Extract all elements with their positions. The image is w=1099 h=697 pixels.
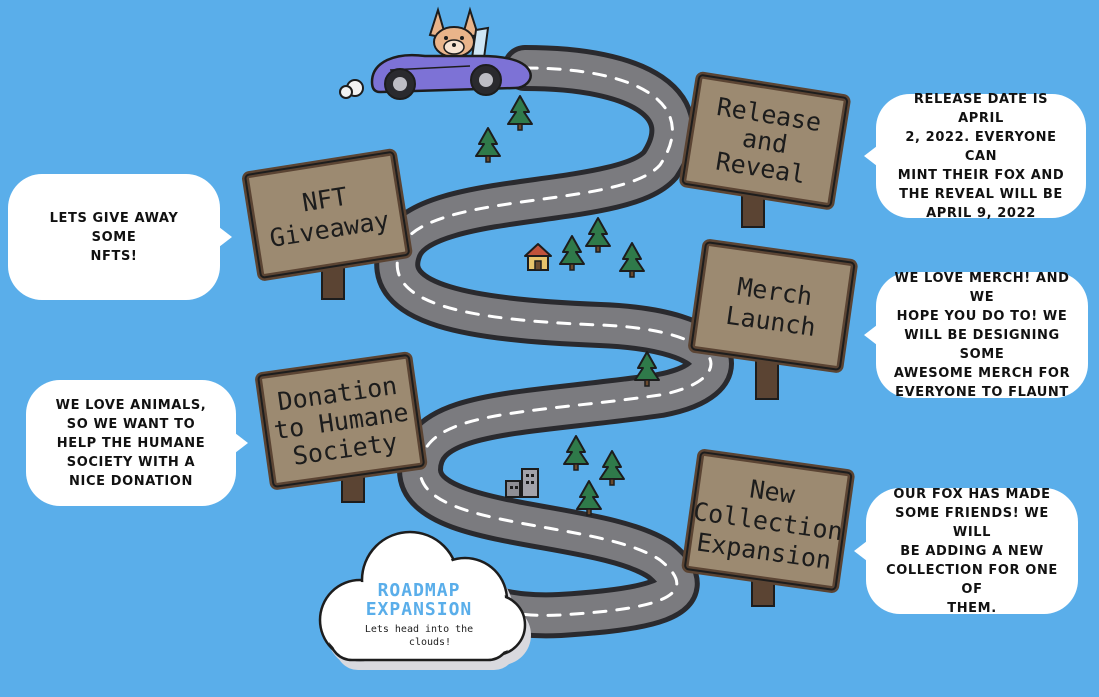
sign-nft-line-1: NFT xyxy=(300,182,349,218)
bubble-release: RELEASE DATE IS APRIL 2, 2022. EVERYONE … xyxy=(864,92,1086,221)
bubble-nft: LETS GIVE AWAY SOME NFTS! xyxy=(8,174,232,300)
bubble-collection: OUR FOX HAS MADE SOME FRIENDS! WE WILL B… xyxy=(854,487,1078,616)
bubble-merch: WE LOVE MERCH! AND WE HOPE YOU DO TO! WE… xyxy=(864,271,1088,400)
cloud-subtitle-line-2: clouds! xyxy=(409,637,451,648)
cloud-title-line-2: EXPANSION xyxy=(366,599,473,620)
bubble-release-text: RELEASE DATE IS APRIL 2, 2022. EVERYONE … xyxy=(897,91,1065,221)
sign-collection-line-1: New xyxy=(748,474,798,509)
cloud-subtitle-line-1: Lets head into the xyxy=(365,624,473,635)
city-buildings-icon xyxy=(505,468,539,498)
winding-road xyxy=(374,45,734,639)
sign-release-line-2: and xyxy=(740,123,789,159)
sign-merch: Merch Launch xyxy=(688,239,858,400)
bubble-donation-text: WE LOVE ANIMALS, SO WE WANT TO HELP THE … xyxy=(55,397,207,489)
sign-collection: New Collection Expansion xyxy=(681,449,855,607)
sign-donation: Donation to Humane Society xyxy=(255,351,428,503)
bubble-donation: WE LOVE ANIMALS, SO WE WANT TO HELP THE … xyxy=(26,380,248,506)
bubble-nft-text: LETS GIVE AWAY SOME NFTS! xyxy=(49,210,179,264)
sign-nft: NFT Giveaway xyxy=(242,148,413,300)
fox-in-car-icon xyxy=(339,6,532,100)
bubble-collection-text: OUR FOX HAS MADE SOME FRIENDS! WE WILL B… xyxy=(886,486,1058,616)
house-icon xyxy=(524,243,552,271)
cloud-icon: ROADMAP EXPANSION Lets head into the clo… xyxy=(318,530,531,670)
sign-release: Release and Reveal xyxy=(679,71,851,228)
bubble-merch-text: WE LOVE MERCH! AND WE HOPE YOU DO TO! WE… xyxy=(893,270,1071,400)
cloud-title-line-1: ROADMAP xyxy=(378,580,461,601)
